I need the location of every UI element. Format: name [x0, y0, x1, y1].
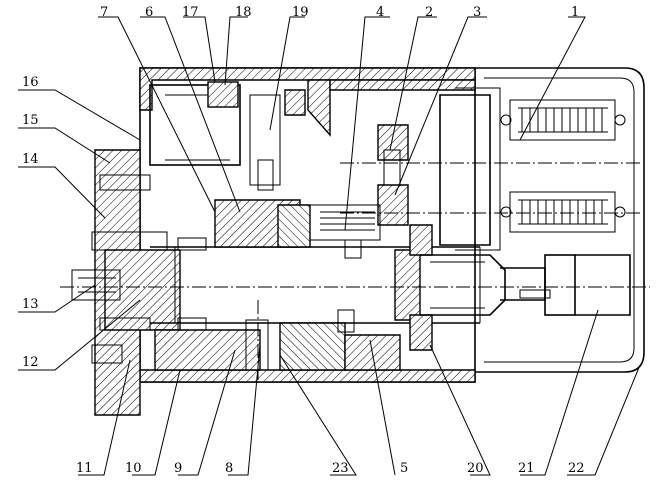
output-assembly — [409, 224, 631, 351]
callout-11: 11 — [76, 461, 93, 476]
callout-8: 8 — [225, 461, 233, 476]
leader-7 — [98, 16, 216, 213]
terminal-block-lower — [518, 199, 608, 225]
leader-3 — [394, 16, 487, 196]
input-stub — [71, 269, 121, 301]
leader-11 — [78, 359, 131, 476]
leader-17 — [183, 16, 216, 83]
leader-19 — [269, 16, 305, 131]
terminal-block-upper — [518, 107, 608, 133]
left-flange — [91, 149, 181, 416]
callout-2: 2 — [425, 5, 433, 20]
leader-15 — [18, 127, 111, 164]
callout-5: 5 — [400, 461, 408, 476]
end-cover — [475, 67, 645, 373]
callout-18: 18 — [235, 5, 252, 20]
leader-6 — [140, 16, 241, 213]
callout-10: 10 — [125, 461, 142, 476]
leader-1 — [519, 16, 586, 141]
terminal-blocks — [500, 99, 626, 233]
callout-13: 13 — [22, 297, 39, 312]
callout-14: 14 — [22, 152, 39, 167]
callout-1: 1 — [571, 5, 579, 20]
callout-7: 7 — [100, 5, 108, 20]
callout-21: 21 — [518, 461, 535, 476]
leader-23 — [279, 354, 357, 476]
callout-22: 22 — [568, 461, 585, 476]
leader-10 — [132, 369, 181, 476]
leader-22 — [567, 364, 641, 476]
callout-3: 3 — [473, 5, 481, 20]
callout-20: 20 — [467, 461, 484, 476]
leader-14 — [18, 166, 106, 219]
callout-9: 9 — [174, 461, 182, 476]
leader-16 — [18, 89, 141, 141]
leader-5 — [369, 339, 396, 476]
gear-train — [154, 199, 421, 371]
callout-labels: 1 2 3 4 5 6 7 8 9 10 11 12 13 14 15 16 1… — [22, 5, 585, 476]
leader-20 — [429, 344, 491, 476]
leader-12 — [18, 299, 141, 371]
callout-4: 4 — [376, 5, 384, 20]
callout-23: 23 — [332, 461, 349, 476]
leader-21 — [520, 309, 599, 476]
callout-6: 6 — [145, 5, 153, 20]
callout-15: 15 — [22, 113, 39, 128]
leader-8 — [228, 344, 261, 476]
leader-13 — [18, 284, 96, 313]
upper-encoder — [149, 81, 306, 191]
callout-19: 19 — [292, 5, 309, 20]
main-shaft — [150, 246, 481, 324]
leader-lines — [18, 16, 641, 476]
leader-9 — [178, 349, 236, 476]
leader-2 — [389, 16, 437, 151]
callout-17: 17 — [182, 5, 199, 20]
callout-16: 16 — [22, 75, 39, 90]
stator-disc — [377, 87, 501, 251]
callout-12: 12 — [22, 355, 39, 370]
leader-4 — [344, 16, 390, 231]
leader-18 — [224, 16, 248, 86]
